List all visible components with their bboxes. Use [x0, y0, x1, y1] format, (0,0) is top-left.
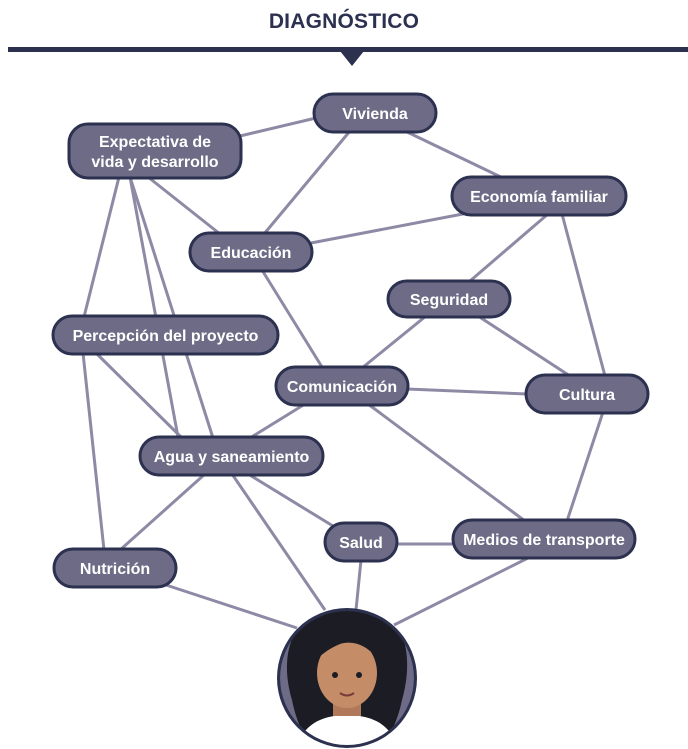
- edge-comunicacion-medios: [367, 402, 526, 523]
- person-avatar-icon: [277, 608, 417, 748]
- node-box-salud: [323, 521, 399, 563]
- edge-expectativa-agua: [128, 176, 180, 438]
- edge-seguridad-comunicacion: [361, 314, 427, 370]
- title-underline: [8, 47, 688, 52]
- node-label-vivienda: Vivienda: [342, 106, 408, 123]
- edge-percepcion-agua: [94, 351, 184, 440]
- avatar-mouth: [339, 692, 355, 697]
- node-label-expectativa: Expectativa de: [99, 134, 211, 151]
- edge-educacion-comunicacion: [260, 269, 324, 368]
- node-box-seguridad: [386, 279, 512, 319]
- node-box-educacion: [188, 231, 314, 273]
- node-label-salud: Salud: [339, 535, 383, 552]
- page-title: DIAGNÓSTICO: [268, 10, 420, 33]
- node-label-comunicacion: Comunicación: [287, 379, 397, 396]
- node-box-medios: [451, 518, 637, 560]
- node-label-percepcion: Percepción del proyecto: [73, 328, 259, 345]
- node-label-agua: Agua y saneamiento: [154, 449, 310, 466]
- edge-vivienda-educacion: [262, 130, 352, 235]
- edge-expectativa-educacion: [147, 175, 221, 236]
- node-box-percepcion: [51, 314, 280, 356]
- edge-expectativa-vivienda: [239, 116, 317, 138]
- node-economia: Economía familiar: [450, 175, 628, 217]
- node-box-comunicacion: [274, 365, 410, 407]
- edge-agua-nutricion: [119, 472, 206, 552]
- node-medios: Medios de transporte: [451, 518, 637, 560]
- node-box-vivienda: [312, 92, 438, 134]
- edge-vivienda-economia: [404, 129, 506, 181]
- edge-agua-salud: [247, 472, 334, 528]
- node-box-economia: [450, 175, 628, 217]
- edge-nutricion-persona: [165, 583, 298, 630]
- edge-percepcion-nutricion: [81, 352, 106, 551]
- node-comunicacion: Comunicación: [274, 365, 410, 407]
- node-label-nutricion: Nutrición: [80, 561, 150, 578]
- node-box-cultura: [524, 373, 650, 415]
- node-label-educacion: Educación: [211, 245, 292, 262]
- node-label-cultura: Cultura: [559, 387, 615, 404]
- edge-comunicacion-agua: [249, 402, 306, 440]
- avatar-bangs: [316, 626, 379, 660]
- node-salud: Salud: [323, 521, 399, 563]
- node-agua: Agua y saneamiento: [138, 435, 325, 477]
- edge-medios-persona: [393, 555, 531, 627]
- edge-cultura-medios: [565, 411, 605, 522]
- node-label-economia: Economía familiar: [470, 189, 608, 206]
- edge-expectativa-agua: [128, 176, 215, 439]
- avatar-right-eye: [356, 672, 362, 678]
- avatar-face: [317, 638, 377, 708]
- node-box-nutricion: [52, 547, 178, 589]
- connection-lines: [81, 116, 607, 630]
- node-label-expectativa: vida y desarrollo: [91, 154, 218, 171]
- node-label-seguridad: Seguridad: [410, 292, 488, 309]
- edge-seguridad-cultura: [477, 314, 571, 378]
- node-percepcion: Percepción del proyecto: [51, 314, 280, 356]
- edge-agua-persona: [230, 473, 327, 611]
- node-cultura: Cultura: [524, 373, 650, 415]
- title-pointer-arrow: [340, 51, 364, 66]
- avatar-left-eye: [332, 672, 338, 678]
- edge-salud-persona: [354, 559, 363, 611]
- node-label-medios: Medios de transporte: [463, 532, 625, 549]
- edge-expectativa-percepcion: [82, 176, 121, 318]
- edge-economia-cultura: [560, 213, 607, 377]
- edge-educacion-economia: [310, 211, 469, 245]
- node-educacion: Educación: [188, 231, 314, 273]
- node-expectativa: Expectativa de vida y desarrollo: [67, 122, 243, 180]
- node-box-expectativa: [67, 122, 243, 180]
- edge-economia-seguridad: [469, 212, 549, 283]
- node-vivienda: Vivienda: [312, 92, 438, 134]
- node-box-agua: [138, 435, 325, 477]
- edge-comunicacion-cultura: [406, 387, 528, 396]
- node-nutricion: Nutrición: [52, 547, 178, 589]
- node-seguridad: Seguridad: [386, 279, 512, 319]
